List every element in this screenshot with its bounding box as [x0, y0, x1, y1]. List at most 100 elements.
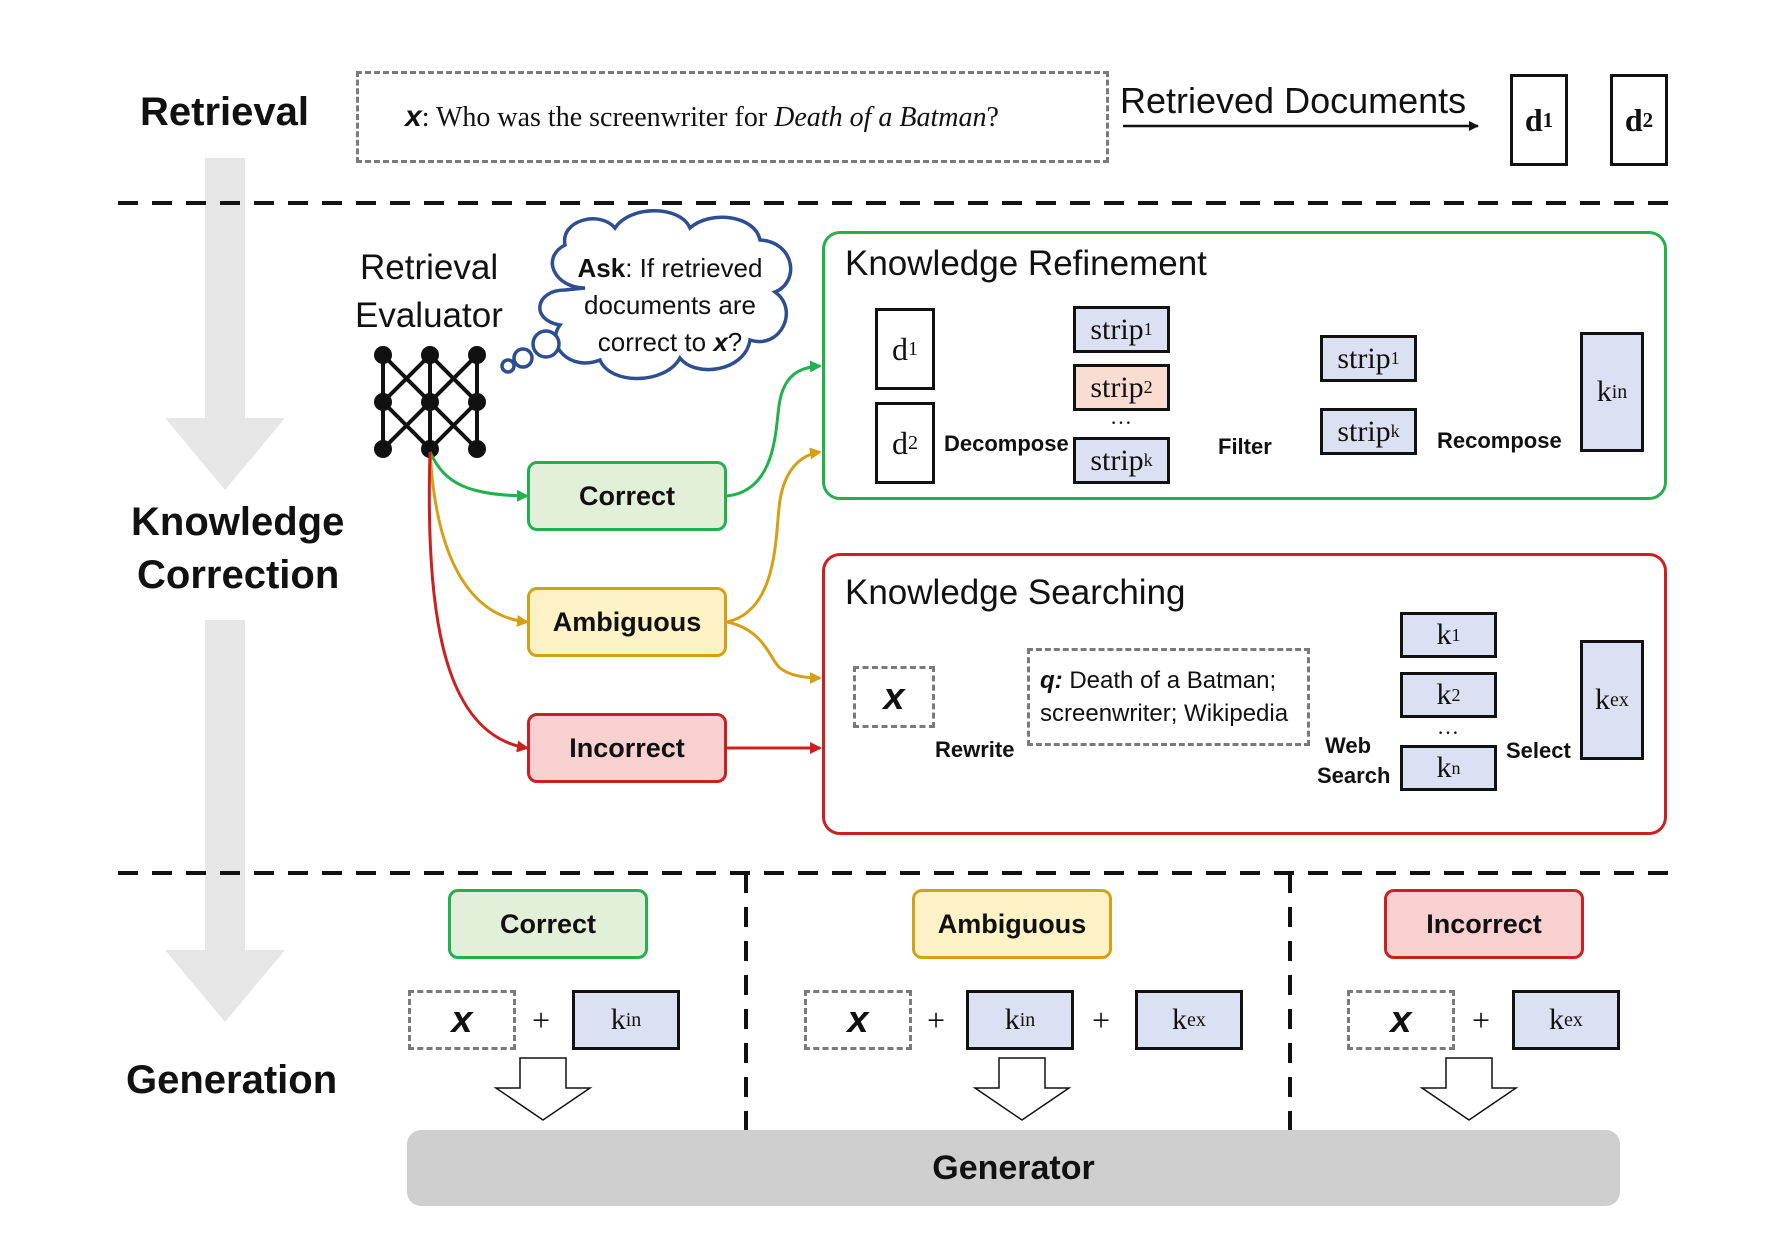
- knowledge-refinement-panel: [822, 231, 1667, 500]
- k-letter: k: [1436, 678, 1452, 711]
- k-sub: in: [625, 1008, 642, 1031]
- rewritten-query-box: q: Death of a Batman; screenwriter; Wiki…: [1027, 648, 1310, 746]
- doc-sub: 2: [1642, 107, 1654, 132]
- query-prefix: : Who was the screenwriter for: [421, 102, 775, 133]
- judgment-correct: Correct: [527, 461, 727, 531]
- ask-var: x: [713, 327, 728, 357]
- search-label: Search: [1317, 763, 1391, 788]
- k-letter: k: [1004, 1003, 1020, 1036]
- gen-arrow-correct: [493, 1057, 593, 1121]
- k-letter: k: [1172, 1003, 1188, 1036]
- rewrite-label: Rewrite: [935, 737, 1015, 762]
- k-letter: k: [1596, 375, 1612, 408]
- decompose-label: Decompose: [944, 431, 1069, 456]
- neural-network-icon: [374, 346, 486, 458]
- doc-sub: 2: [908, 431, 918, 454]
- gen-amb-plus-2: +: [1092, 1002, 1111, 1038]
- stage-correction-label-1: Knowledge: [131, 500, 345, 544]
- doc-sub: 1: [1542, 107, 1554, 132]
- query-text: x: Who was the screenwriter for Death of…: [405, 100, 999, 134]
- search-x-box: x: [853, 666, 935, 728]
- q-line-1-text: Death of a Batman;: [1069, 667, 1277, 694]
- web-label: Web: [1325, 733, 1372, 758]
- judgment-incorrect: Incorrect: [527, 713, 727, 783]
- select-label: Select: [1506, 738, 1571, 763]
- query-var: x: [405, 100, 422, 133]
- strip-sub: 1: [1390, 348, 1400, 368]
- arrow-to-ambiguous: [428, 451, 529, 627]
- k-ellipsis: …: [1437, 714, 1459, 739]
- arrow-to-incorrect: [427, 451, 529, 753]
- evaluator-label-1: Retrieval: [360, 248, 499, 287]
- evaluator-label-2: Evaluator: [355, 296, 503, 335]
- gen-x: x: [1390, 998, 1412, 1041]
- k-letter: k: [1436, 618, 1452, 651]
- gen-inc-plus: +: [1472, 1002, 1491, 1038]
- k-sub: n: [1451, 757, 1461, 778]
- doc-sub: 1: [908, 337, 918, 360]
- k-sub: in: [1019, 1008, 1036, 1031]
- strip-sub: k: [1143, 450, 1153, 470]
- strip-text: strip: [1337, 414, 1391, 448]
- arrow-ambiguous-to-searching: [726, 620, 822, 684]
- arrow-correct-to-refinement: [726, 360, 822, 498]
- recompose-label: Recompose: [1437, 428, 1562, 453]
- gen-amb-x: x: [804, 990, 912, 1050]
- doc-letter: d: [1524, 101, 1543, 138]
- ask-text: Ask: If retrieved documents are correct …: [570, 250, 770, 361]
- ask-q: ?: [727, 327, 743, 357]
- k-sub: 1: [1451, 624, 1461, 645]
- stage-generation-label: Generation: [126, 1058, 338, 1102]
- gen-inc-x: x: [1347, 990, 1455, 1050]
- query-suffix: ?: [986, 102, 999, 133]
- k-sub: in: [1611, 380, 1628, 403]
- k-letter: k: [1549, 1003, 1565, 1036]
- ask-rest: : If retrieved: [625, 253, 763, 283]
- ask-line-3: correct to x?: [570, 324, 770, 361]
- strip-sub: 1: [1143, 319, 1153, 339]
- q-line-2: screenwriter; Wikipedia: [1040, 700, 1289, 727]
- thought-cloud: [500, 209, 793, 381]
- ask-bold: Ask: [577, 253, 626, 283]
- doc-letter: d: [1624, 101, 1643, 138]
- gen-ambiguous-pill: Ambiguous: [912, 889, 1112, 959]
- gen-arrow-incorrect: [1419, 1057, 1519, 1121]
- gen-x: x: [847, 998, 869, 1041]
- arrow-to-correct: [428, 451, 529, 502]
- gen-incorrect-pill: Incorrect: [1384, 889, 1584, 959]
- doc-letter: d: [892, 330, 908, 367]
- generator-bar: Generator: [407, 1130, 1620, 1206]
- stage-retrieval-label: Retrieval: [140, 90, 309, 134]
- strip-text: strip: [1090, 370, 1144, 404]
- retrieved-documents-label: Retrieved Documents: [1120, 80, 1467, 121]
- k-letter: k: [1436, 751, 1452, 784]
- k-sub: 2: [1451, 684, 1461, 705]
- arrow-ambiguous-to-refinement: [726, 447, 822, 624]
- stage-correction-label-2: Correction: [137, 553, 340, 597]
- q-label: q:: [1040, 667, 1063, 694]
- ask-line-1: Ask: If retrieved: [570, 250, 770, 287]
- filter-label: Filter: [1218, 434, 1272, 459]
- gen-x: x: [451, 998, 473, 1041]
- k-letter: k: [1595, 683, 1611, 716]
- search-x: x: [883, 675, 905, 718]
- gen-correct-x: x: [408, 990, 516, 1050]
- strip-text: strip: [1337, 341, 1391, 375]
- k-sub: ex: [1564, 1008, 1583, 1031]
